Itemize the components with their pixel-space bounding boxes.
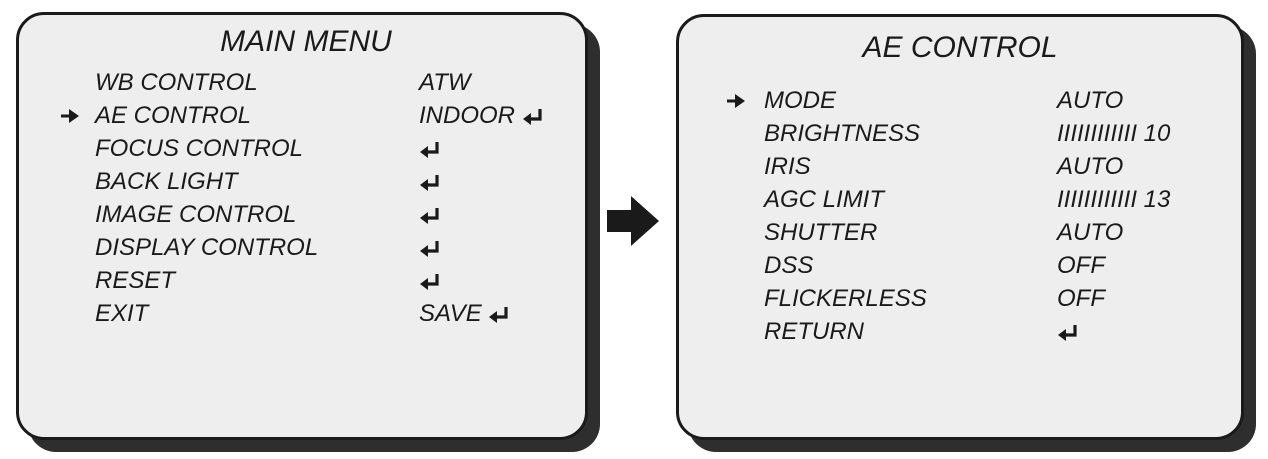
menu-item-label: FLICKERLESS	[764, 285, 927, 312]
enter-return-icon	[420, 141, 439, 158]
menu-item-value	[419, 133, 441, 165]
menu-item-dss[interactable]: DSS OFF	[679, 250, 1239, 282]
menu-item-label: BACK LIGHT	[95, 168, 238, 195]
menu-item-value: OFF	[1057, 285, 1105, 312]
menu-item-label: RETURN	[764, 318, 864, 345]
menu-item-value: AUTO	[1057, 87, 1124, 114]
menu-item-label: WB CONTROL	[95, 69, 258, 96]
menu-item-iris[interactable]: IRIS AUTO	[679, 151, 1239, 183]
menu-item-value: IIIIIIIIIIII 13	[1057, 186, 1171, 213]
menu-item-value: ATW	[419, 69, 471, 96]
menu-item-label: IRIS	[764, 153, 811, 180]
enter-return-icon	[420, 207, 439, 224]
menu-item-label: AE CONTROL	[95, 102, 252, 129]
menu-item-flickerless[interactable]: FLICKERLESS OFF	[679, 283, 1239, 315]
menu-item-label: MODE	[764, 87, 836, 114]
menu-item-label: SHUTTER	[764, 219, 878, 246]
menu-item-image-control[interactable]: IMAGE CONTROL	[19, 199, 579, 231]
menu-item-value: INDOOR	[419, 100, 544, 132]
ae-control-panel: AE CONTROL MODE AUTO BRIGHTNESS IIIIIIIIIII…	[676, 14, 1244, 440]
main-menu-title: MAIN MENU	[220, 25, 392, 58]
menu-item-label: BRIGHTNESS	[764, 120, 921, 147]
menu-item-focus-control[interactable]: FOCUS CONTROL	[19, 133, 579, 165]
menu-item-agc-limit[interactable]: AGC LIMIT IIIIIIIIIIII 13	[679, 184, 1239, 216]
enter-return-icon	[1058, 324, 1077, 341]
menu-item-value: OFF	[1057, 252, 1105, 279]
menu-item-value: IIIIIIIIIIII 10	[1057, 120, 1171, 147]
right-arrow-icon	[61, 109, 79, 123]
menu-item-mode[interactable]: MODE AUTO	[679, 85, 1239, 117]
menu-item-shutter[interactable]: SHUTTER AUTO	[679, 217, 1239, 249]
menu-item-reset[interactable]: RESET	[19, 265, 579, 297]
menu-item-label: FOCUS CONTROL	[95, 135, 304, 162]
enter-return-icon	[420, 240, 439, 257]
menu-item-value	[419, 199, 441, 231]
ae-control-title: AE CONTROL	[862, 31, 1058, 64]
enter-return-icon	[420, 273, 439, 290]
menu-item-value	[419, 265, 441, 297]
menu-item-value: AUTO	[1057, 153, 1124, 180]
menu-item-label: RESET	[95, 267, 176, 294]
menu-item-brightness[interactable]: BRIGHTNESS IIIIIIIIIIII 10	[679, 118, 1239, 150]
menu-item-return[interactable]: RETURN	[679, 316, 1239, 348]
enter-return-icon	[522, 108, 542, 125]
menu-item-label: DSS	[764, 252, 814, 279]
menu-item-back-light[interactable]: BACK LIGHT	[19, 166, 579, 198]
menu-item-label: EXIT	[95, 300, 149, 327]
menu-item-value	[1057, 316, 1079, 348]
big-right-arrow-icon	[607, 196, 659, 246]
menu-item-display-control[interactable]: DISPLAY CONTROL	[19, 232, 579, 264]
menu-item-label: DISPLAY CONTROL	[95, 234, 319, 261]
menu-item-exit[interactable]: EXIT SAVE	[19, 298, 579, 330]
menu-item-label: AGC LIMIT	[764, 186, 885, 213]
enter-return-icon	[420, 174, 439, 191]
menu-item-value: SAVE	[419, 298, 510, 330]
menu-item-value	[419, 232, 441, 264]
menu-item-value: AUTO	[1057, 219, 1124, 246]
menu-item-wb-control[interactable]: WB CONTROL ATW	[19, 67, 579, 99]
menu-item-label: IMAGE CONTROL	[95, 201, 297, 228]
right-arrow-icon	[727, 94, 745, 108]
menu-item-ae-control[interactable]: AE CONTROL INDOOR	[19, 100, 579, 132]
menu-item-value	[419, 166, 441, 198]
enter-return-icon	[489, 306, 508, 323]
